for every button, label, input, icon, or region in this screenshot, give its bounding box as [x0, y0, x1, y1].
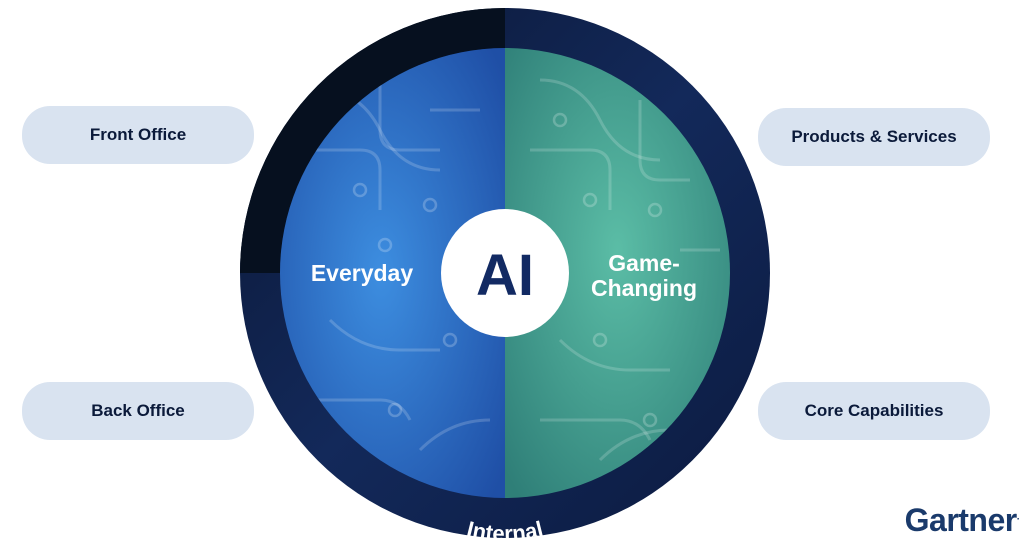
circuit-pattern [300, 70, 720, 462]
gartner-logo-mark: . [1016, 511, 1020, 523]
game-changing-label-line2: Changing [591, 275, 697, 301]
products-services-label: Products & Services [791, 127, 957, 146]
outer-ring-shadow [240, 8, 505, 273]
gartner-logo-text: Gartner [904, 502, 1018, 538]
back-office-pill: Back Office [22, 382, 254, 440]
gartner-logo: Gartner. [904, 502, 1020, 539]
core-capabilities-label: Core Capabilities [804, 401, 944, 420]
internal-label: Internal [464, 516, 545, 546]
back-office-label: Back Office [91, 401, 185, 420]
front-office-pill: Front Office [22, 106, 254, 164]
center-circle [441, 209, 569, 337]
circuit-nodes [352, 112, 663, 428]
everyday-label: Everyday [311, 260, 414, 286]
core-capabilities-pill: Core Capabilities [758, 382, 990, 440]
center-ai-label: AI [476, 243, 534, 308]
game-changing-label-line1: Game- [608, 250, 680, 276]
front-office-label: Front Office [89, 125, 187, 144]
products-services-pill: Products & Services [758, 108, 990, 166]
